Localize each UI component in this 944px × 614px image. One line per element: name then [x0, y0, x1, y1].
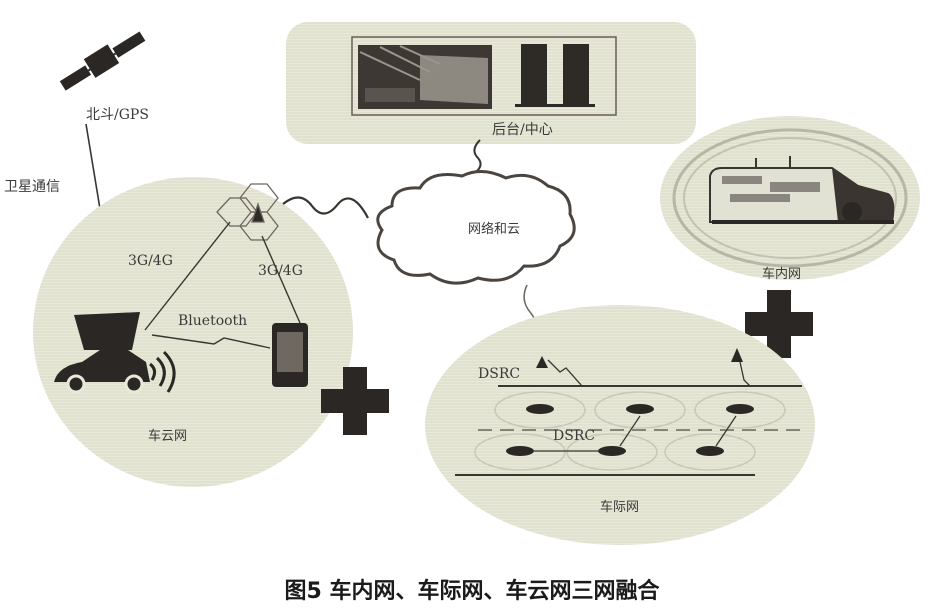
- plus-sign-icon: [321, 367, 389, 435]
- backend-label: 后台/中心: [492, 122, 553, 138]
- wireless-signal-icon: [149, 350, 176, 393]
- link-label-3g4g: 3G/4G: [128, 253, 173, 269]
- backend-panel: [286, 22, 696, 144]
- wavy-connector: [473, 139, 482, 173]
- control-room-image-icon: [358, 45, 492, 109]
- cloud-icon: [376, 170, 576, 285]
- link-label-dsrc: DSRC: [478, 366, 521, 382]
- wavy-connector: [282, 196, 369, 219]
- plus-sign-icon: [745, 290, 813, 358]
- car-icon: [54, 312, 150, 394]
- in-vehicle-network-label: 车内网: [762, 267, 802, 282]
- satellite-icon: [59, 31, 146, 91]
- vehicle-cloud-network-panel: [33, 177, 353, 487]
- vehicle-cloud-network-label: 车云网: [148, 429, 188, 444]
- cloud-label: 网络和云: [468, 222, 521, 237]
- smartphone-icon: [272, 323, 308, 387]
- van-cutaway-icon: [709, 156, 895, 224]
- satellite-link-label: 卫星通信: [4, 179, 60, 195]
- vehicle-icon: [506, 404, 754, 456]
- figure-caption: 图5 车内网、车际网、车云网三网融合: [284, 579, 660, 604]
- link-label-dsrc: DSRC: [553, 428, 596, 444]
- roadside-antenna-icon: [536, 348, 743, 368]
- in-vehicle-network-panel: [660, 116, 920, 280]
- inter-vehicle-network-label: 车际网: [600, 500, 640, 515]
- inter-vehicle-network-panel: [425, 305, 815, 545]
- satellite-label: 北斗/GPS: [86, 107, 149, 123]
- server-rack-icon: [515, 44, 595, 107]
- link-label-bluetooth: Bluetooth: [178, 313, 248, 329]
- cell-tower-icon: [216, 183, 279, 241]
- link-label-3g4g: 3G/4G: [258, 263, 303, 279]
